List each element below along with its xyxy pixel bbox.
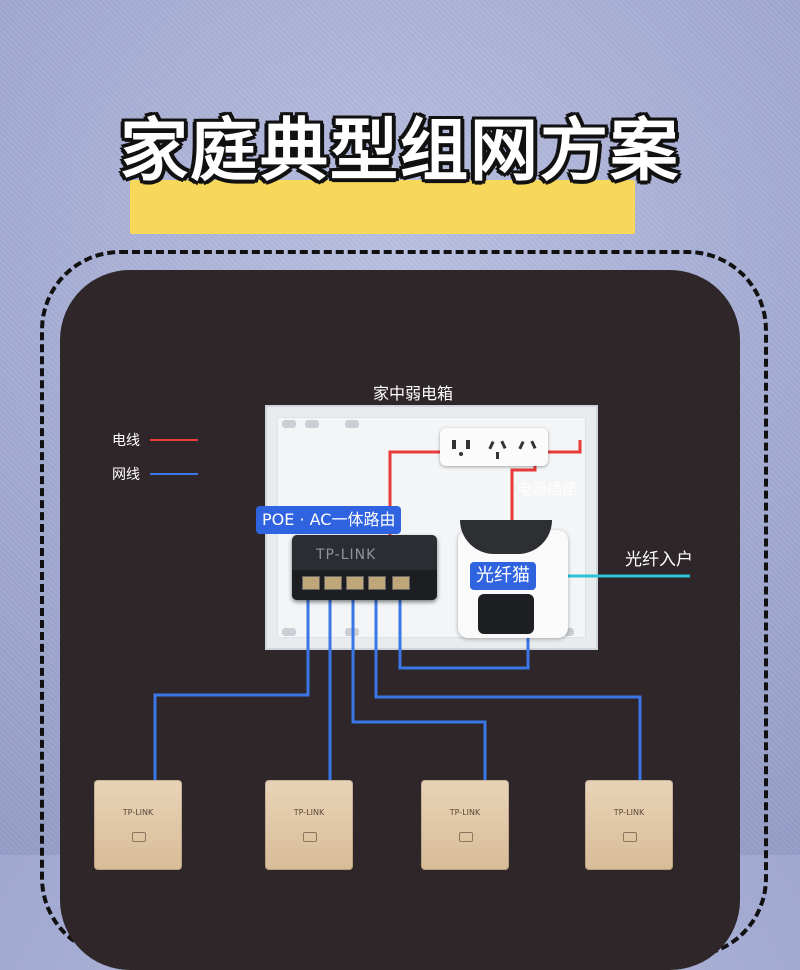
wall-ap: TP-LINK [94, 780, 182, 870]
modem-tag: 光纤猫 [470, 562, 536, 590]
poe-router-device: TP-LINK [292, 535, 437, 600]
ethernet-port [324, 576, 342, 590]
wall-ap: TP-LINK [265, 780, 353, 870]
ap-indicator-icon [132, 832, 146, 842]
box-mount-hole [345, 420, 359, 428]
box-mount-hole [282, 420, 296, 428]
ap-indicator-icon [623, 832, 637, 842]
box-mount-hole [345, 628, 359, 636]
box-label: 家中弱电箱 [373, 384, 454, 403]
wall-ap: TP-LINK [585, 780, 673, 870]
ap-indicator-icon [303, 832, 317, 842]
ethernet-port [392, 576, 410, 590]
modem-top-cover [460, 520, 552, 554]
title-highlight-bar [130, 180, 635, 234]
title-area: 家庭典型组网方案 [0, 95, 800, 245]
box-mount-hole [305, 420, 319, 428]
ap-brand: TP-LINK [449, 808, 481, 817]
legend-network-label: 网线 [112, 467, 140, 483]
legend-power-label: 电线 [112, 433, 140, 449]
ap-brand: TP-LINK [122, 808, 154, 817]
ethernet-port [346, 576, 364, 590]
power-strip [440, 428, 548, 466]
outlet-label: 电源插座 [517, 480, 578, 498]
modem-port-slot [478, 594, 534, 634]
legend-network-line [150, 473, 198, 475]
ethernet-port [302, 576, 320, 590]
ap-indicator-icon [459, 832, 473, 842]
fiber-label: 光纤入户 [625, 550, 693, 570]
router-tag: POE · AC一体路由 [256, 506, 402, 534]
router-brand: TP-LINK [316, 547, 377, 563]
legend-power-line [150, 439, 198, 441]
ethernet-port [368, 576, 386, 590]
wall-ap: TP-LINK [421, 780, 509, 870]
page-title: 家庭典型组网方案 [119, 112, 680, 191]
socket-icon [452, 440, 537, 459]
ap-brand: TP-LINK [613, 808, 645, 817]
box-mount-hole [282, 628, 296, 636]
ap-brand: TP-LINK [293, 808, 325, 817]
